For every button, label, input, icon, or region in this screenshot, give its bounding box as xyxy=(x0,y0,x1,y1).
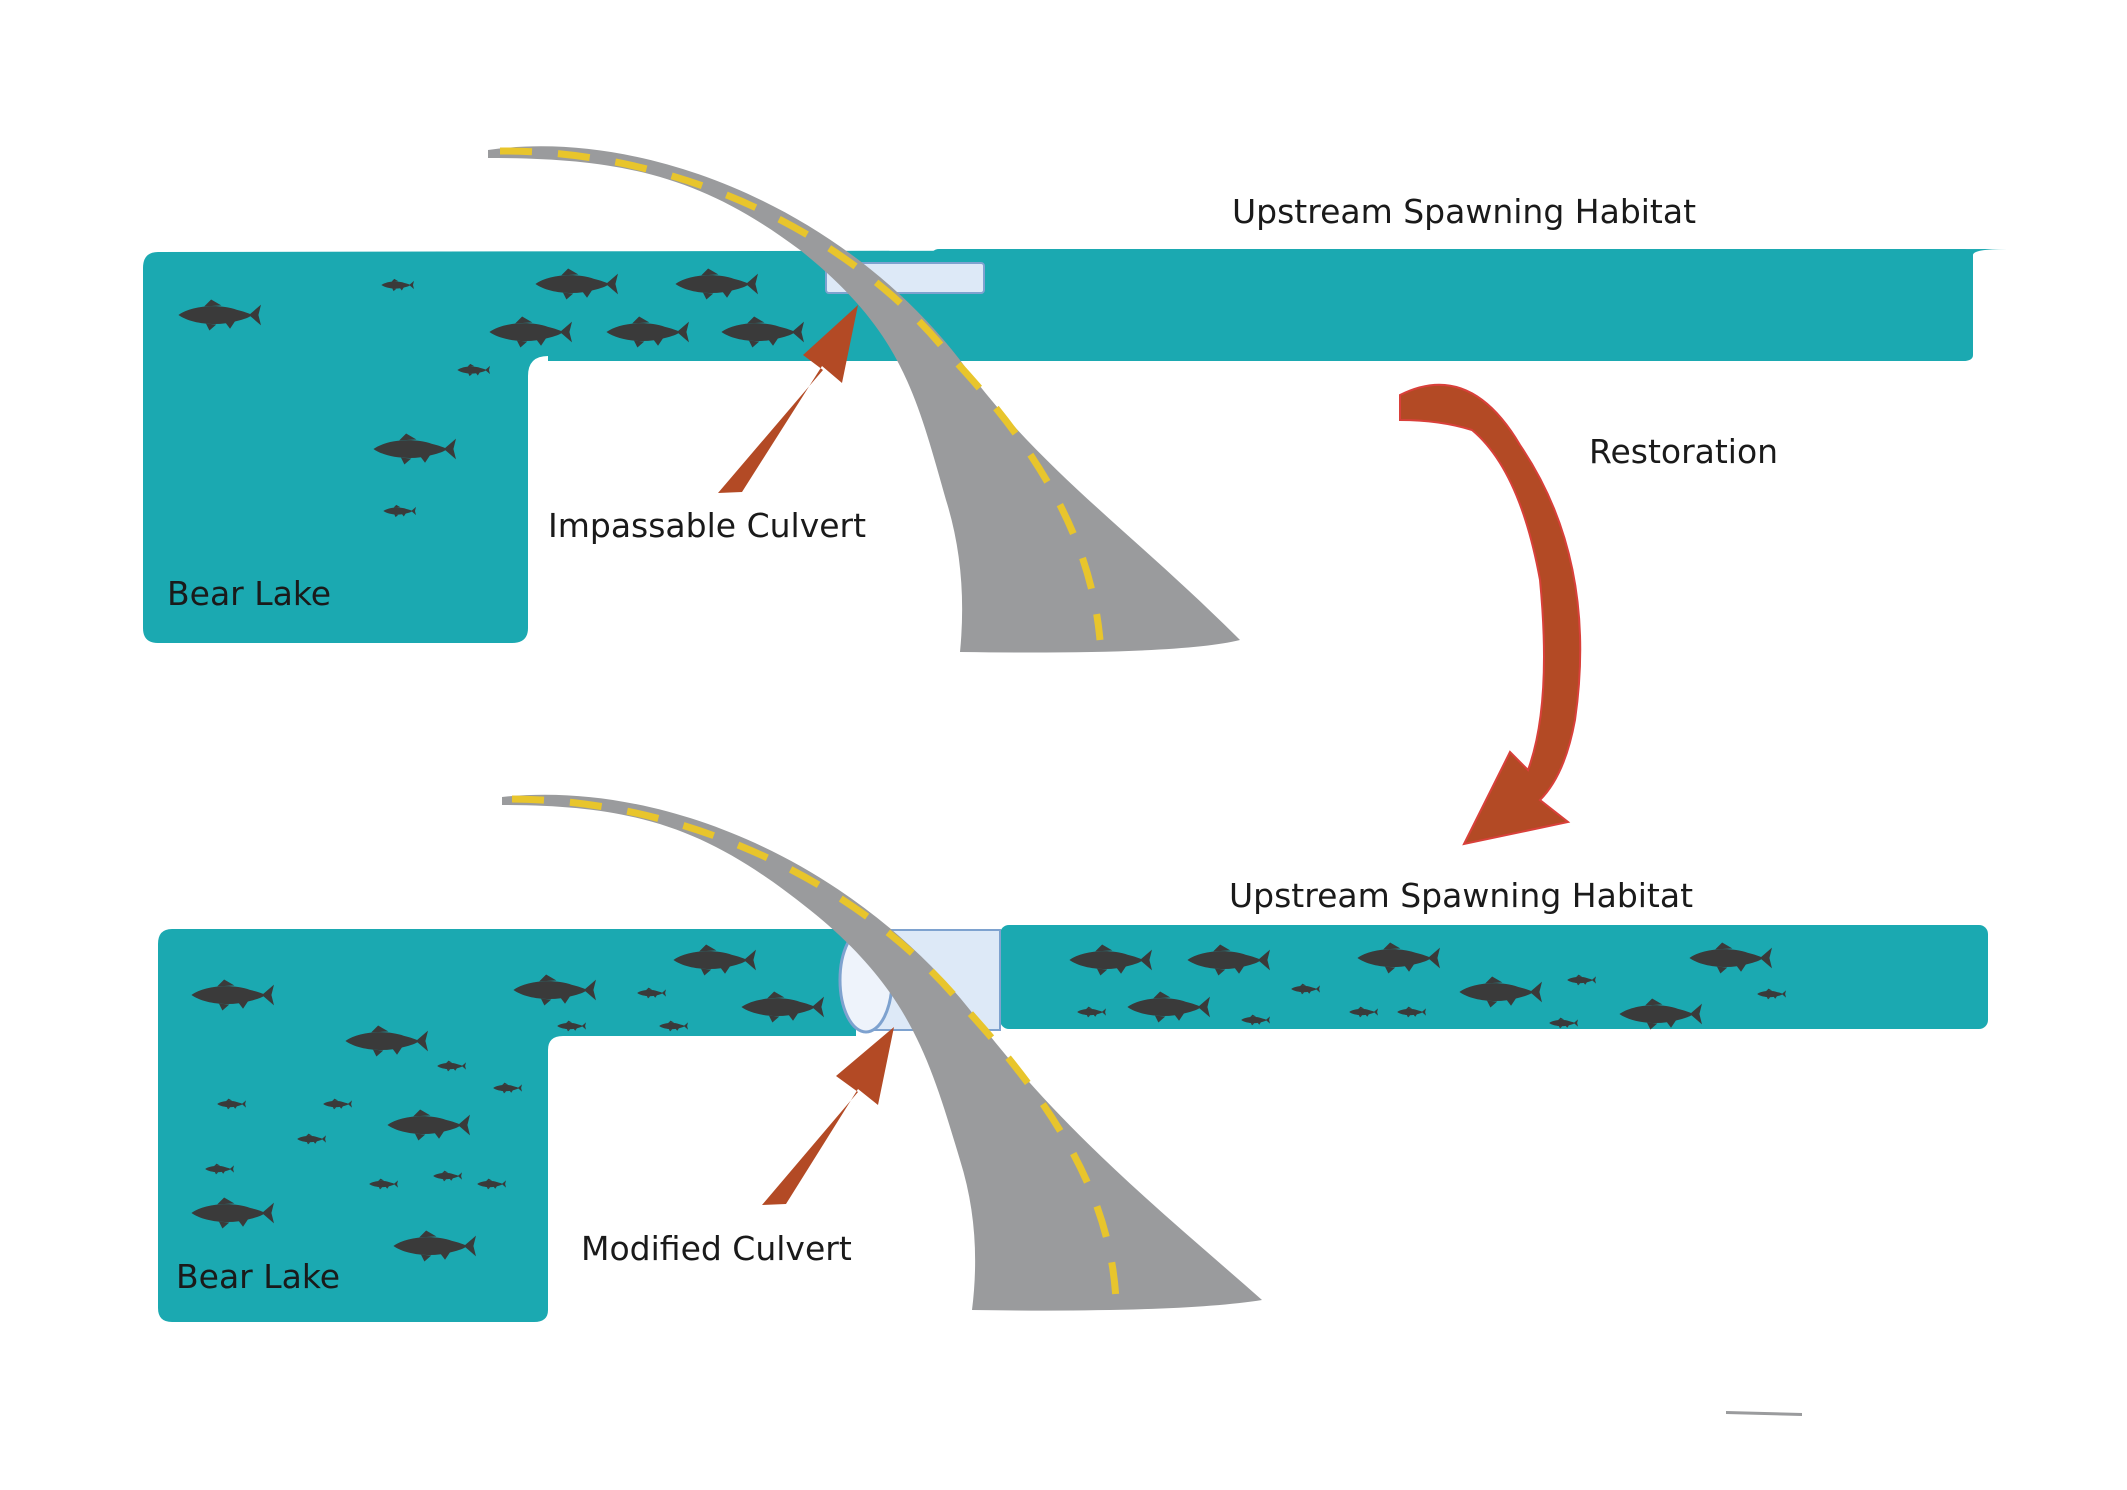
top-upstream-channel xyxy=(930,249,1973,361)
top-road xyxy=(488,146,1240,653)
bottom-habitat-label: Upstream Spawning Habitat xyxy=(1229,876,1693,915)
stray-mark xyxy=(1726,1411,1802,1416)
bottom-culvert-arrow xyxy=(762,1027,894,1205)
top-culvert-arrow xyxy=(718,305,858,493)
bottom-lake-label: Bear Lake xyxy=(176,1257,340,1296)
top-panel: Bear Lake Upstream Spawning Habitat Impa… xyxy=(143,146,2007,653)
bottom-culvert-label: Modified Culvert xyxy=(581,1229,852,1268)
top-lake-label: Bear Lake xyxy=(167,574,331,613)
restoration-label: Restoration xyxy=(1589,432,1778,471)
top-habitat-label: Upstream Spawning Habitat xyxy=(1232,192,1696,231)
bottom-panel: Bear Lake Upstream Spawning Habitat Modi… xyxy=(158,794,1988,1322)
bottom-road xyxy=(502,794,1262,1311)
top-culvert-label: Impassable Culvert xyxy=(548,506,866,545)
restoration-arrow: Restoration xyxy=(1399,383,1778,846)
